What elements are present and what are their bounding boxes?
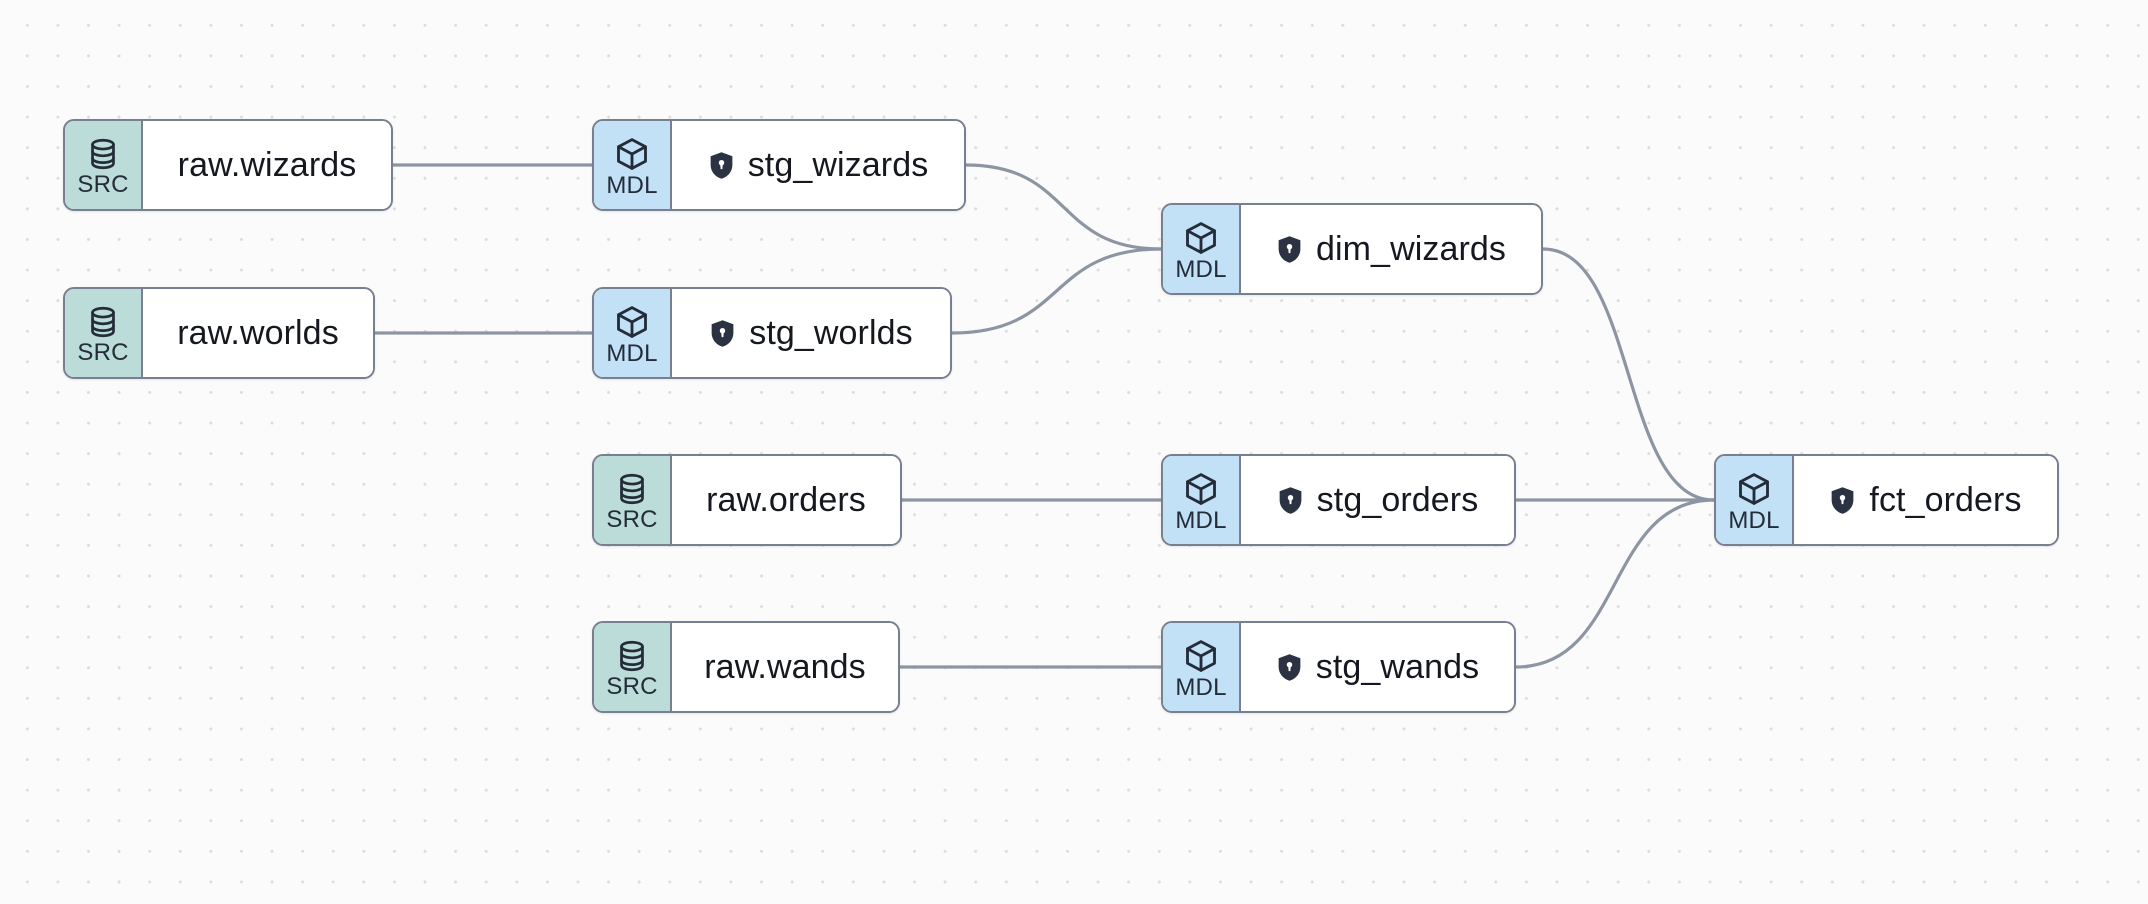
database-icon xyxy=(86,305,120,339)
node-kind-badge: MDL xyxy=(1163,205,1241,293)
node-label: raw.orders xyxy=(706,480,866,519)
node-body: raw.worlds xyxy=(143,289,373,377)
shield-lock-icon xyxy=(1829,486,1856,515)
node-dim-wizards[interactable]: MDL dim_wizards xyxy=(1161,203,1543,295)
edge-dim-wizards-to-fct-orders xyxy=(1541,247,1716,502)
node-body: fct_orders xyxy=(1794,456,2057,544)
node-kind-label: MDL xyxy=(606,340,658,367)
node-body: raw.wands xyxy=(672,623,898,711)
node-kind-label: SRC xyxy=(606,506,658,533)
shield-lock-icon xyxy=(1276,235,1303,264)
node-raw-orders[interactable]: SRC raw.orders xyxy=(592,454,902,546)
node-kind-label: SRC xyxy=(606,673,658,700)
node-label: stg_worlds xyxy=(749,313,913,352)
node-kind-label: MDL xyxy=(1175,507,1227,534)
node-kind-badge: MDL xyxy=(594,289,672,377)
node-kind-label: SRC xyxy=(77,171,129,198)
node-raw-worlds[interactable]: SRC raw.worlds xyxy=(63,287,375,379)
cube-icon xyxy=(1736,471,1772,507)
node-body: stg_wizards xyxy=(672,121,964,209)
node-stg-wizards[interactable]: MDL stg_wizards xyxy=(592,119,966,211)
shield-lock-icon xyxy=(709,319,736,348)
node-label: raw.wands xyxy=(704,647,866,686)
node-stg-wands[interactable]: MDL stg_wands xyxy=(1161,621,1516,713)
node-stg-orders[interactable]: MDL stg_orders xyxy=(1161,454,1516,546)
node-kind-label: MDL xyxy=(1175,674,1227,701)
node-kind-label: SRC xyxy=(77,339,129,366)
shield-lock-icon xyxy=(1276,653,1303,682)
shield-lock-icon xyxy=(708,151,735,180)
node-kind-badge: SRC xyxy=(594,456,672,544)
database-icon xyxy=(615,639,649,673)
node-kind-label: MDL xyxy=(1728,507,1780,534)
cube-icon xyxy=(1183,638,1219,674)
edge-stg-wizards-to-dim-wizards xyxy=(964,163,1163,251)
edge-stg-wands-to-fct-orders xyxy=(1514,498,1716,669)
node-fct-orders[interactable]: MDL fct_orders xyxy=(1714,454,2059,546)
node-kind-badge: SRC xyxy=(65,121,143,209)
node-label: fct_orders xyxy=(1869,480,2022,519)
node-raw-wands[interactable]: SRC raw.wands xyxy=(592,621,900,713)
node-kind-label: MDL xyxy=(606,172,658,199)
node-label: dim_wizards xyxy=(1315,229,1507,268)
node-label: stg_wizards xyxy=(747,145,929,184)
cube-icon xyxy=(1183,471,1219,507)
node-kind-label: MDL xyxy=(1175,256,1227,283)
node-label: raw.worlds xyxy=(177,313,339,352)
node-stg-worlds[interactable]: MDL stg_worlds xyxy=(592,287,952,379)
node-kind-badge: SRC xyxy=(594,623,672,711)
node-raw-wizards[interactable]: SRC raw.wizards xyxy=(63,119,393,211)
node-kind-badge: MDL xyxy=(1163,623,1241,711)
node-label: stg_wands xyxy=(1315,647,1480,686)
shield-lock-icon xyxy=(1277,486,1304,515)
node-body: dim_wizards xyxy=(1241,205,1541,293)
cube-icon xyxy=(1183,220,1219,256)
node-label: raw.wizards xyxy=(177,145,357,184)
node-kind-badge: MDL xyxy=(1163,456,1241,544)
cube-icon xyxy=(614,136,650,172)
node-kind-badge: SRC xyxy=(65,289,143,377)
cube-icon xyxy=(614,304,650,340)
node-body: stg_orders xyxy=(1241,456,1514,544)
node-kind-badge: MDL xyxy=(1716,456,1794,544)
database-icon xyxy=(86,137,120,171)
node-body: raw.wizards xyxy=(143,121,391,209)
node-label: stg_orders xyxy=(1316,480,1479,519)
node-body: stg_worlds xyxy=(672,289,950,377)
edge-stg-worlds-to-dim-wizards xyxy=(950,247,1163,335)
node-body: stg_wands xyxy=(1241,623,1514,711)
database-icon xyxy=(615,472,649,506)
node-kind-badge: MDL xyxy=(594,121,672,209)
node-body: raw.orders xyxy=(672,456,900,544)
